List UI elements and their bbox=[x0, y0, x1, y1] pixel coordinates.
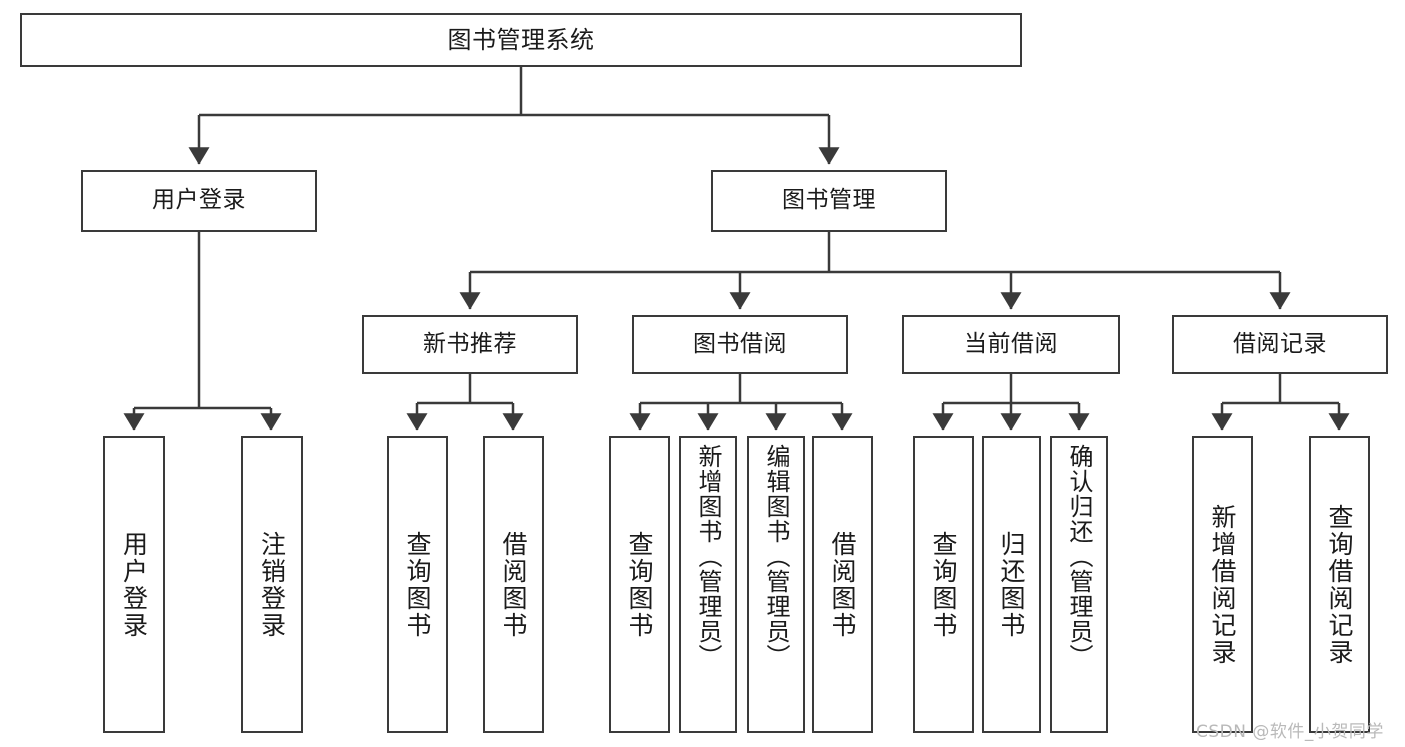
node-new-book-rec[interactable]: 新书推荐 bbox=[362, 315, 578, 374]
node-book-borrow[interactable]: 图书借阅 bbox=[632, 315, 848, 374]
node-leaf-borrow-book-1-label: 借阅图书 bbox=[499, 530, 528, 639]
node-leaf-query-book-3[interactable]: 查询图书 bbox=[913, 436, 974, 733]
watermark-text: CSDN @软件_小贺同学 bbox=[1196, 722, 1384, 742]
node-current-borrow-label: 当前借阅 bbox=[964, 330, 1058, 357]
node-user-login-label: 用户登录 bbox=[152, 187, 246, 214]
node-leaf-confirm-return-label: 确认归还（管理员） bbox=[1065, 444, 1093, 669]
node-book-borrow-label: 图书借阅 bbox=[693, 330, 787, 357]
node-leaf-add-book-label: 新增图书（管理员） bbox=[694, 444, 722, 669]
node-book-manage-label: 图书管理 bbox=[782, 187, 876, 214]
node-leaf-logout-label: 注销登录 bbox=[257, 530, 287, 639]
node-leaf-return-book[interactable]: 归还图书 bbox=[982, 436, 1041, 733]
node-leaf-query-book-1[interactable]: 查询图书 bbox=[387, 436, 448, 733]
node-leaf-add-record[interactable]: 新增借阅记录 bbox=[1192, 436, 1253, 733]
node-leaf-query-book-2[interactable]: 查询图书 bbox=[609, 436, 670, 733]
node-leaf-query-book-1-label: 查询图书 bbox=[403, 530, 432, 639]
node-borrow-record[interactable]: 借阅记录 bbox=[1172, 315, 1388, 374]
node-leaf-add-record-label: 新增借阅记录 bbox=[1208, 503, 1237, 666]
node-borrow-record-label: 借阅记录 bbox=[1233, 330, 1327, 357]
node-leaf-borrow-book-1[interactable]: 借阅图书 bbox=[483, 436, 544, 733]
node-leaf-query-record[interactable]: 查询借阅记录 bbox=[1309, 436, 1370, 733]
node-leaf-query-book-3-label: 查询图书 bbox=[929, 530, 958, 639]
node-leaf-query-book-2-label: 查询图书 bbox=[625, 530, 654, 639]
node-leaf-borrow-book-2-label: 借阅图书 bbox=[828, 530, 857, 639]
node-leaf-confirm-return[interactable]: 确认归还（管理员） bbox=[1050, 436, 1108, 733]
node-leaf-add-book[interactable]: 新增图书（管理员） bbox=[679, 436, 737, 733]
node-user-login[interactable]: 用户登录 bbox=[81, 170, 317, 232]
node-root[interactable]: 图书管理系统 bbox=[20, 13, 1022, 67]
node-leaf-edit-book[interactable]: 编辑图书（管理员） bbox=[747, 436, 805, 733]
node-leaf-user-login-label: 用户登录 bbox=[119, 530, 149, 639]
node-leaf-logout[interactable]: 注销登录 bbox=[241, 436, 303, 733]
node-leaf-edit-book-label: 编辑图书（管理员） bbox=[762, 444, 790, 669]
node-root-label: 图书管理系统 bbox=[447, 25, 595, 54]
node-leaf-query-record-label: 查询借阅记录 bbox=[1325, 503, 1354, 666]
node-current-borrow[interactable]: 当前借阅 bbox=[902, 315, 1120, 374]
node-new-book-rec-label: 新书推荐 bbox=[423, 330, 517, 357]
node-book-manage[interactable]: 图书管理 bbox=[711, 170, 947, 232]
node-leaf-user-login[interactable]: 用户登录 bbox=[103, 436, 165, 733]
node-leaf-borrow-book-2[interactable]: 借阅图书 bbox=[812, 436, 873, 733]
node-leaf-return-book-label: 归还图书 bbox=[997, 530, 1026, 639]
